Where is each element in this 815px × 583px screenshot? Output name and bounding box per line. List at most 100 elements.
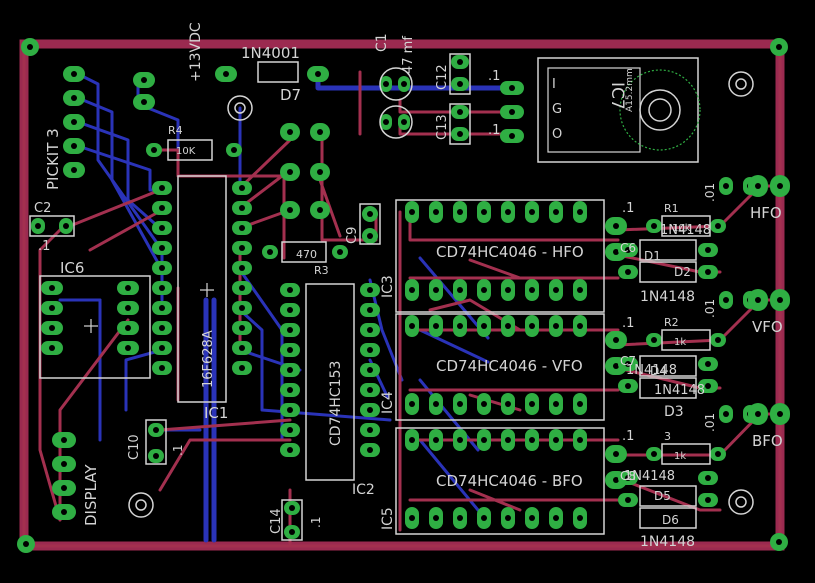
ic4-pin <box>405 393 419 415</box>
capacitor-c13-pad <box>451 105 469 119</box>
output-connector-pin <box>748 289 768 311</box>
ic5-pin <box>429 429 443 451</box>
ic4-pin <box>405 315 419 337</box>
ic6-pin <box>41 321 63 335</box>
ic1-pin <box>152 241 172 255</box>
ic2-pin <box>280 363 300 377</box>
resistor-r3-pad <box>332 245 348 259</box>
ic2-pin <box>360 363 380 377</box>
resistor-pad <box>646 219 662 233</box>
ic2-pin <box>360 423 380 437</box>
ic7-regulator: I G O IC7 A15.2mm <box>537 57 701 163</box>
programmer-pin <box>63 90 85 106</box>
capacitor-c12-value: .1 <box>488 69 500 84</box>
diode-d6-ref: D6 <box>662 513 679 527</box>
ic6-pin <box>41 341 63 355</box>
ic1-pin <box>152 201 172 215</box>
ic5-pin <box>549 429 563 451</box>
ic6-pin <box>117 281 139 295</box>
ic5-pin <box>525 429 539 451</box>
ic4-pin <box>525 393 539 415</box>
capacitor-c10-value: .1 <box>171 445 185 456</box>
ic5-pin <box>477 507 491 529</box>
diode-pad <box>698 493 718 507</box>
display-pin <box>52 456 76 472</box>
ic1-pin <box>232 281 252 295</box>
capacitor-c10-pad <box>148 449 164 463</box>
capacitor-c11-pad <box>398 114 410 130</box>
ic4-pin <box>501 393 515 415</box>
ic7-ref: IC7 <box>607 82 627 110</box>
capacitor-c1-pad <box>380 76 392 92</box>
capacitor-c2-pad <box>59 218 73 234</box>
capacitor-c1-pad <box>398 76 410 92</box>
capacitor-c9-pad <box>362 228 378 244</box>
ic1-ref: IC1 <box>204 404 228 422</box>
svg-text:G: G <box>552 102 562 117</box>
ic1-pin <box>232 181 252 195</box>
ic4-part: CD74HC4046 - VFO <box>436 357 583 375</box>
ic3-pin <box>549 201 563 223</box>
programmer-pin <box>63 138 85 154</box>
diode-pad <box>618 357 638 371</box>
output-vfo-label: VFO <box>752 318 783 336</box>
capacitor-c10-body <box>145 419 167 465</box>
ic5-outline <box>395 427 605 535</box>
ic1-pin <box>232 321 252 335</box>
output-connector-pin <box>770 175 790 197</box>
ic3-pin <box>429 201 443 223</box>
capacitor-c13-value: .1 <box>488 123 500 138</box>
mounting-hole <box>128 492 154 518</box>
diode-d1-part: 1N4148 <box>660 223 711 238</box>
ic1-pin <box>232 301 252 315</box>
capacitor-c1-body <box>379 67 413 101</box>
resistor-r3-ref: R3 <box>314 264 329 277</box>
ic2-pin <box>280 423 300 437</box>
display-pin <box>52 432 76 448</box>
resistor-r4-ref: R4 <box>168 124 183 137</box>
capacitor-c8-ref: C8 <box>620 469 636 483</box>
diode-d4-body <box>639 355 697 377</box>
ic3-pin <box>525 279 539 301</box>
ic5-part: CD74HC4046 - BFO <box>436 472 583 490</box>
capacitor-c1-value: 47 mf <box>401 36 416 74</box>
ic5-pin <box>477 429 491 451</box>
ic1-pin <box>152 361 172 375</box>
svg-text:O: O <box>552 127 562 142</box>
corner-pad <box>21 38 39 56</box>
capacitor-c9-ref: C9 <box>345 227 360 244</box>
diode-d7-body <box>257 61 299 83</box>
resistor-r4-body <box>167 139 213 161</box>
ic1-pin <box>152 341 172 355</box>
capacitor-c10-ref: C10 <box>127 434 142 460</box>
capacitor-c10-pad <box>148 423 164 437</box>
diode-d4-part: 1N4148 <box>626 363 677 378</box>
diode-d6-body <box>639 507 697 529</box>
ic3-pin <box>477 201 491 223</box>
capacitor-c7-value: .1 <box>622 316 634 331</box>
ic5-pin <box>429 507 443 529</box>
ic4-pin <box>549 315 563 337</box>
capacitor-c2-ref: C2 <box>34 201 51 216</box>
mounting-holes <box>128 71 754 518</box>
ic2-pin <box>280 443 300 457</box>
ic5-pin <box>525 507 539 529</box>
ic1-pin <box>152 321 172 335</box>
output-pad <box>605 331 627 349</box>
ic5-pin <box>549 507 563 529</box>
ic7-pin <box>500 129 524 143</box>
output-connector-pin <box>770 289 790 311</box>
origin-markers <box>84 283 214 333</box>
resistor-r5-value: 1k <box>674 451 686 462</box>
ic4-pin <box>573 315 587 337</box>
ic6-outline <box>39 275 151 379</box>
diode-pad <box>618 471 638 485</box>
silkscreen-labels: +13VDC 1N4001 D7 C1 47 mf C12 C13 .1 .1 … <box>34 22 783 550</box>
capacitor-c12-pad <box>451 77 469 91</box>
ic2-pin <box>280 283 300 297</box>
corner-pad <box>17 535 35 553</box>
ic1-pin <box>232 241 252 255</box>
ic3-pin <box>573 201 587 223</box>
diode-d5-body <box>639 485 697 507</box>
